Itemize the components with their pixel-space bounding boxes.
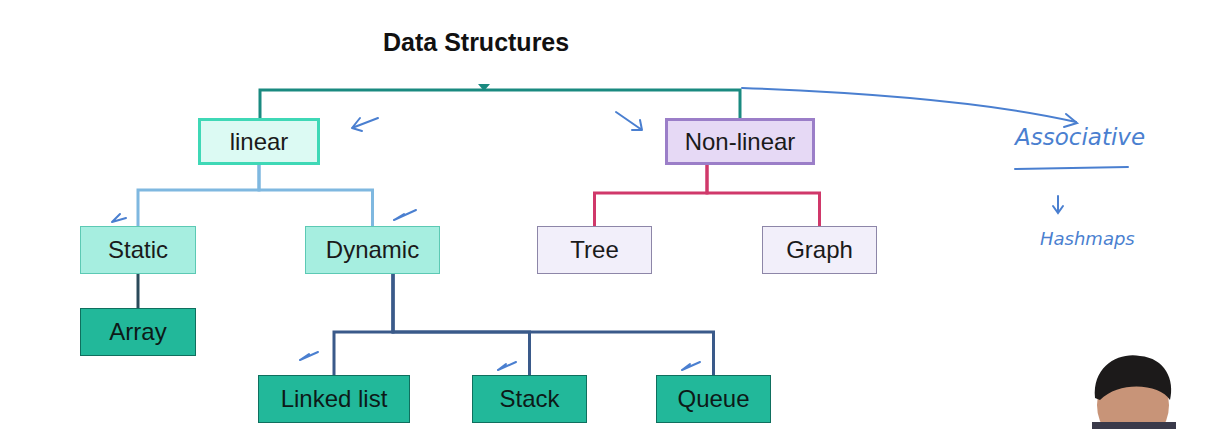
box-label: Stack [499, 385, 559, 413]
diagram-title: Data Structures [383, 28, 569, 57]
tree-connector [393, 274, 714, 375]
box-label: Tree [570, 236, 618, 264]
structure-box: Linked list [258, 375, 410, 423]
root-marker [478, 84, 490, 91]
category-box: Non-linear [665, 118, 815, 165]
category-box: linear [198, 118, 320, 165]
structure-box: Queue [656, 375, 771, 423]
subcategory-box: Static [80, 226, 196, 274]
tree-connector [707, 165, 820, 226]
presenter-figure [1092, 355, 1176, 429]
box-label: Non-linear [685, 128, 796, 156]
tree-connector [595, 165, 708, 226]
structure-box: Array [80, 308, 196, 356]
structure-box: Graph [762, 226, 877, 274]
tree-connector [138, 165, 259, 226]
handwritten-arrows [112, 88, 1128, 370]
subcategory-box: Dynamic [305, 226, 440, 274]
box-label: Array [109, 318, 166, 346]
tree-connector [393, 274, 530, 375]
box-label: Static [108, 236, 168, 264]
handwritten-note: Hashmaps [1040, 228, 1135, 249]
box-label: Linked list [281, 385, 388, 413]
tree-connector [334, 274, 393, 375]
structure-box: Stack [472, 375, 587, 423]
tree-connector [259, 165, 373, 226]
handwritten-note: Associative [1015, 124, 1145, 150]
tree-connector [138, 274, 139, 308]
root-bracket [260, 90, 740, 118]
box-label: Queue [677, 385, 749, 413]
box-label: Graph [786, 236, 853, 264]
box-label: Dynamic [326, 236, 419, 264]
structure-box: Tree [537, 226, 652, 274]
box-label: linear [230, 128, 289, 156]
